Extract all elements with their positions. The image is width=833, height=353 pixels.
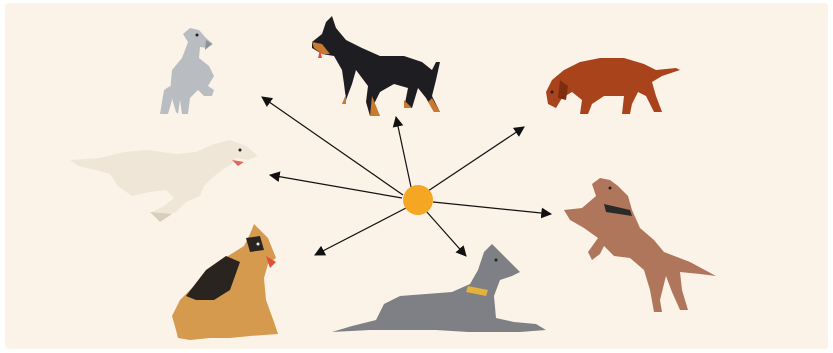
dog-great-dane — [332, 244, 546, 332]
arrow-to-doberman — [392, 115, 412, 188]
dog-miniature-schnauzer — [160, 28, 214, 114]
arrow-to-irish-setter — [427, 126, 525, 192]
dog-pit-bull — [564, 178, 716, 312]
center-dot — [403, 185, 433, 215]
dog-doberman — [312, 16, 440, 116]
arrow-to-whippet — [268, 171, 403, 199]
arrow-to-great-dane — [425, 210, 467, 257]
dog-whippet — [70, 140, 258, 222]
dog-irish-setter — [546, 58, 680, 114]
arrow-group — [261, 96, 553, 257]
arrow-to-miniature-schnauzer — [261, 96, 404, 196]
arrow-to-german-shepherd — [314, 207, 407, 256]
arrow-to-pit-bull — [432, 201, 553, 219]
dog-german-shepherd — [172, 224, 278, 340]
